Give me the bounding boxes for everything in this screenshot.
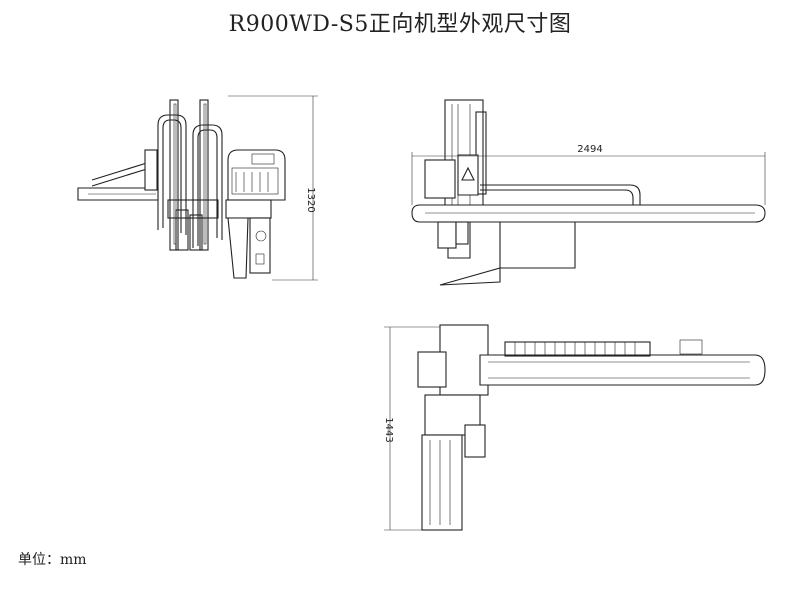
side-height-label: 1320 [305,187,316,212]
unit-label: 单位：mm [18,552,87,568]
top-view: 1443 [383,324,766,531]
side-view: 1320 [77,95,318,281]
top-depth-label: 1443 [383,417,394,442]
page-title: R900WD-S5正向机型外观尺寸图 [228,12,572,37]
front-view: 2494 [411,99,766,286]
front-length-label: 2494 [577,144,602,155]
